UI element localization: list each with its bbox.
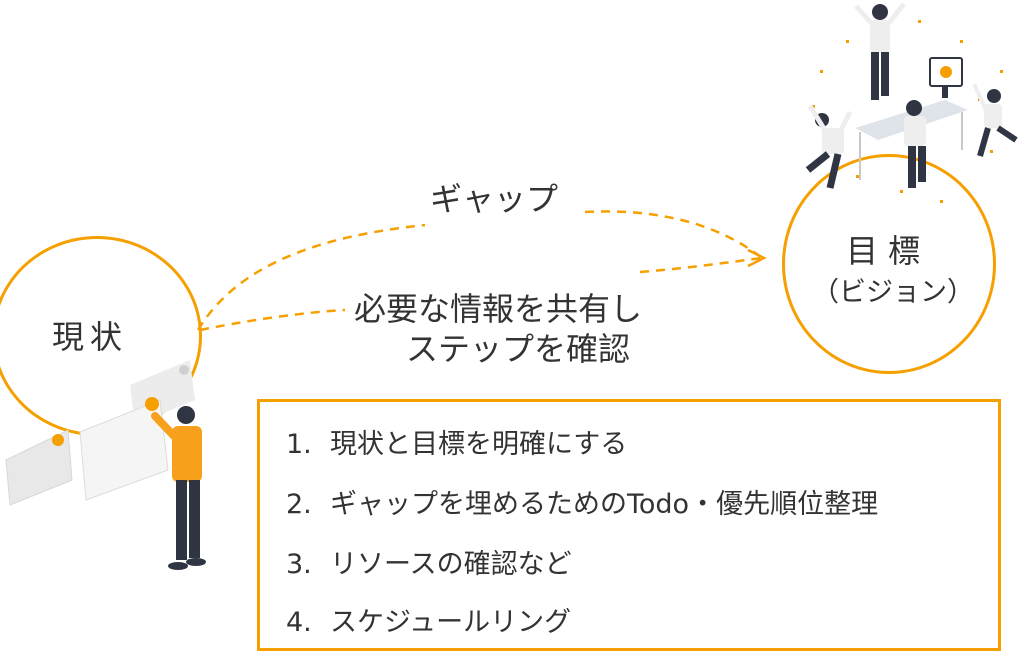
person-jumping-top (854, 2, 906, 100)
share-info-line-2: ステップを確認 (400, 324, 637, 370)
current-state-label: 現状 (52, 318, 129, 356)
arrowhead (747, 248, 767, 268)
background-board-panels (5, 360, 195, 506)
share-info-line-1: 必要な情報を共有し (348, 284, 649, 330)
gap-arrow-upper-end (584, 210, 763, 259)
step-text: リソースの確認など (330, 549, 572, 580)
person-figure (151, 406, 206, 570)
step-number: 3. (286, 549, 312, 580)
goal-circle (782, 154, 996, 374)
step-item: 2. ギャップを埋めるためのTodo・優先順位整理 (286, 482, 878, 521)
goal-title: 目標 (846, 232, 931, 270)
step-text: スケジュールリング (330, 607, 572, 638)
steps-list-box: 1. 現状と目標を明確にする 2. ギャップを埋めるためのTodo・優先順位整理 3… (257, 399, 1001, 651)
goal-subtitle: （ビジョン） (812, 277, 974, 308)
person-jumping-left (805, 104, 853, 189)
step-text: ギャップを埋めるためのTodo・優先順位整理 (330, 489, 879, 520)
gap-arrow-lower-end (639, 256, 763, 274)
gap-arrow-lower (199, 308, 346, 332)
person-jumping-right (972, 83, 1018, 157)
step-number: 2. (286, 489, 312, 520)
step-text: 現状と目標を明確にする (330, 429, 628, 460)
step-item: 3. リソースの確認など (286, 542, 572, 581)
person-jumping-center (904, 100, 926, 188)
step-number: 1. (286, 429, 312, 460)
gap-label: ギャップ (426, 174, 563, 220)
step-item: 1. 現状と目標を明確にする (286, 422, 627, 461)
step-number: 4. (286, 607, 312, 638)
step-item: 4. スケジュールリング (286, 600, 571, 639)
